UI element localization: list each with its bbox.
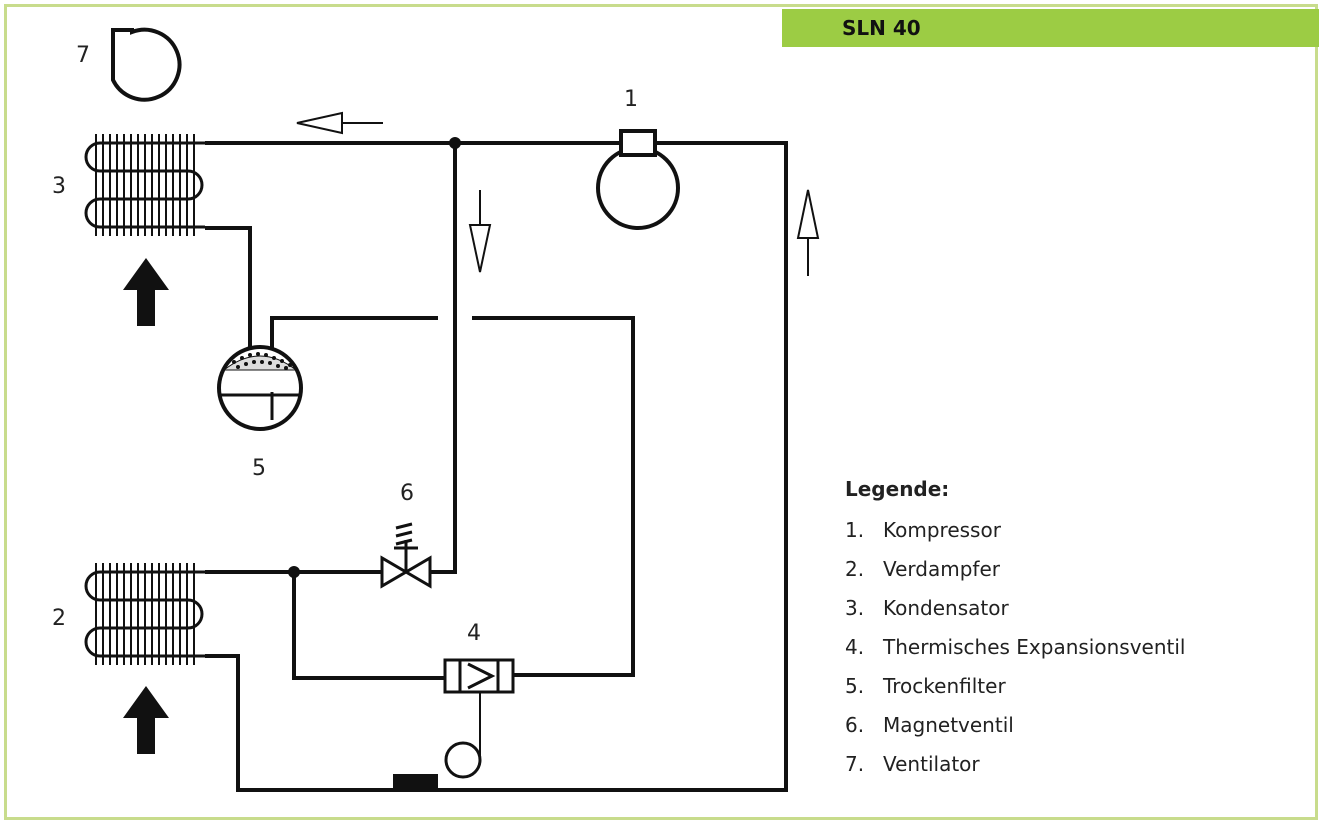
condenser-coil-icon [84, 134, 205, 236]
legend-title: Legende: [845, 477, 950, 501]
junction-dot-top [449, 137, 461, 149]
legend-item: 1. Kompressor [845, 511, 1185, 550]
label-fan: 7 [76, 43, 90, 68]
label-evaporator: 2 [52, 606, 66, 631]
flow-arrow-down-icon [468, 190, 492, 273]
fan-icon [111, 27, 182, 102]
solenoid-valve-icon [380, 522, 432, 589]
legend-item-number: 5. [845, 674, 865, 698]
legend-item-number: 1. [845, 518, 865, 542]
label-condenser: 3 [52, 174, 66, 199]
legend-item-number: 4. [845, 635, 865, 659]
pipe-condenser-to-drier [205, 226, 252, 348]
label-drier: 5 [252, 456, 266, 481]
legend-item-number: 7. [845, 752, 865, 776]
title-bar: SLN 40 [782, 9, 1319, 47]
junction-dot-bottom [288, 566, 300, 578]
legend: Legende: 1. Kompressor 2. Verdampfer 3. Kon… [845, 477, 1185, 784]
legend-item-text: Ventilator [883, 752, 980, 776]
expansion-valve-icon [443, 658, 515, 779]
drier-icon [217, 345, 303, 431]
pipe-liquid-to-valve [472, 316, 635, 677]
legend-item: 6. Magnetventil [845, 706, 1185, 745]
legend-item-number: 6. [845, 713, 865, 737]
legend-item-text: Kondensator [883, 596, 1009, 620]
pipe-vertical-center [430, 143, 457, 574]
flow-arrow-up-icon [796, 189, 820, 276]
legend-item: 5. Trockenfilter [845, 667, 1185, 706]
legend-item-text: Kompressor [883, 518, 1001, 542]
label-solenoid-valve: 6 [400, 481, 414, 506]
pipe-branch-to-expansion [292, 572, 445, 680]
legend-item-number: 2. [845, 557, 865, 581]
legend-item: 2. Verdampfer [845, 550, 1185, 589]
diagram-frame [4, 4, 1318, 820]
airflow-arrow-icon-top [123, 258, 169, 326]
legend-item-text: Magnetventil [883, 713, 1014, 737]
legend-item: 7. Ventilator [845, 745, 1185, 784]
pipe-discharge-top [205, 141, 788, 792]
diagram-title: SLN 40 [842, 16, 921, 40]
legend-item-text: Thermisches Expansionsventil [883, 635, 1186, 659]
legend-item-number: 3. [845, 596, 865, 620]
legend-item: 3. Kondensator [845, 589, 1185, 628]
airflow-arrow-icon-bottom [123, 686, 169, 754]
flow-arrows [296, 111, 820, 276]
legend-item: 4. Thermisches Expansionsventil [845, 628, 1185, 667]
label-compressor: 1 [624, 87, 638, 112]
legend-item-text: Trockenfilter [883, 674, 1006, 698]
legend-item-text: Verdampfer [883, 557, 1001, 581]
evaporator-coil-icon [84, 563, 205, 665]
sensor-bulb-icon [393, 774, 438, 788]
compressor-icon [596, 129, 680, 230]
flow-arrow-left-icon [296, 111, 383, 135]
label-expansion-valve: 4 [467, 621, 481, 646]
